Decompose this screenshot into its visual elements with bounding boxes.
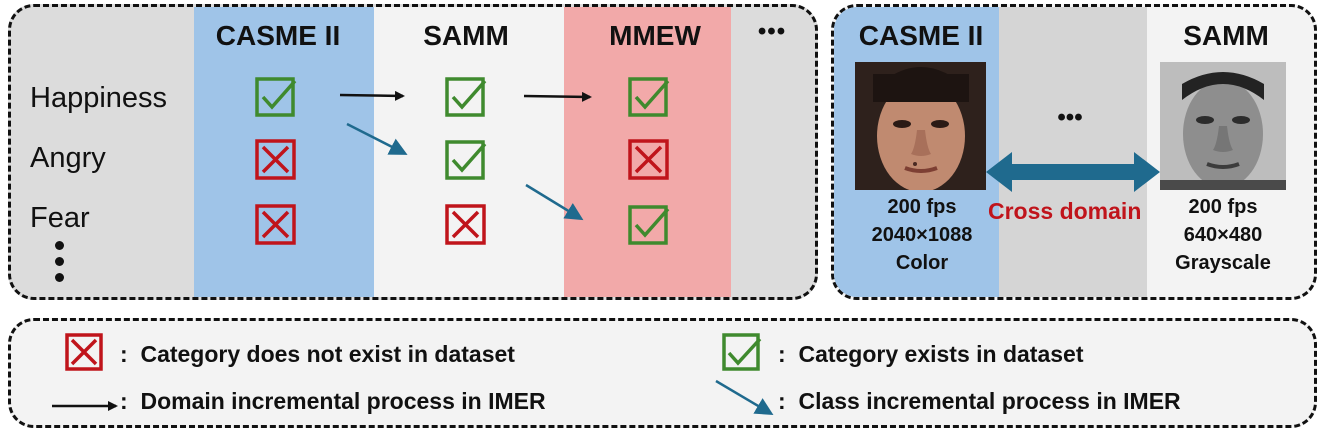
casme-spec: 200 fps 2040×1088 Color	[872, 193, 973, 277]
legend-cross-icon	[65, 333, 103, 371]
samm-resolution: 640×480	[1183, 224, 1263, 246]
legend-absent-text: : Category does not exist in dataset	[120, 341, 515, 368]
domain-arrow-casme-samm	[339, 90, 405, 101]
column-header-casme: CASME II	[215, 20, 341, 51]
legend-domain-text: : Domain incremental process in IMER	[120, 388, 546, 415]
legend-separator: :	[778, 341, 786, 367]
casme-fps: 200 fps	[887, 196, 957, 218]
more-datasets-ellipsis: •••	[757, 18, 787, 45]
check-icon	[628, 203, 670, 245]
samm-fps: 200 fps	[1188, 196, 1258, 218]
domain-header-samm: SAMM	[1183, 20, 1269, 51]
legend-class-arrow-icon	[715, 379, 774, 416]
mmew-column	[564, 7, 731, 297]
legend-class-text: : Class incremental process in IMER	[778, 388, 1181, 415]
domain-arrow-samm-mmew	[523, 91, 592, 102]
legend-separator: :	[778, 388, 786, 414]
check-icon	[628, 75, 670, 117]
casme-mode: Color	[895, 252, 949, 274]
samm-mode: Grayscale	[1175, 252, 1271, 274]
legend-separator: :	[120, 388, 128, 414]
cross-icon	[628, 138, 670, 180]
samm-spec: 200 fps 640×480 Grayscale	[1175, 193, 1271, 277]
samm-face-image	[1160, 62, 1286, 190]
cross-icon	[255, 203, 297, 245]
legend-exists-text: : Category exists in dataset	[778, 341, 1084, 368]
row-label-fear: Fear	[30, 202, 90, 234]
row-label-angry: Angry	[30, 142, 106, 174]
domain-header-casme: CASME II	[858, 20, 984, 51]
middle-domains-ellipsis: •••	[1057, 104, 1083, 131]
column-header-mmew: MMEW	[609, 20, 701, 51]
legend-domain-label: Domain incremental process in IMER	[140, 388, 546, 414]
column-header-samm: SAMM	[423, 20, 509, 51]
check-icon	[445, 138, 487, 180]
legend-panel	[8, 318, 1317, 428]
class-arrow-casme-samm	[346, 122, 408, 155]
cross-icon	[255, 138, 297, 180]
legend-class-label: Class incremental process in IMER	[798, 388, 1181, 414]
middle-domain-column	[999, 7, 1147, 297]
cross-domain-label: Cross domain	[988, 198, 1142, 224]
casme-face-image	[855, 62, 986, 190]
cross-domain-double-arrow	[986, 152, 1160, 192]
legend-check-icon	[722, 333, 762, 373]
legend-separator: :	[120, 341, 128, 367]
class-arrow-samm-mmew	[525, 183, 584, 221]
check-icon	[255, 75, 297, 117]
dataset-category-panel	[8, 4, 818, 300]
check-icon	[445, 75, 487, 117]
row-label-happiness: Happiness	[30, 82, 168, 114]
legend-exists-label: Category exists in dataset	[798, 341, 1084, 367]
legend-absent-label: Category does not exist in dataset	[140, 341, 515, 367]
cross-icon	[445, 203, 487, 245]
casme-resolution: 2040×1088	[871, 224, 973, 246]
